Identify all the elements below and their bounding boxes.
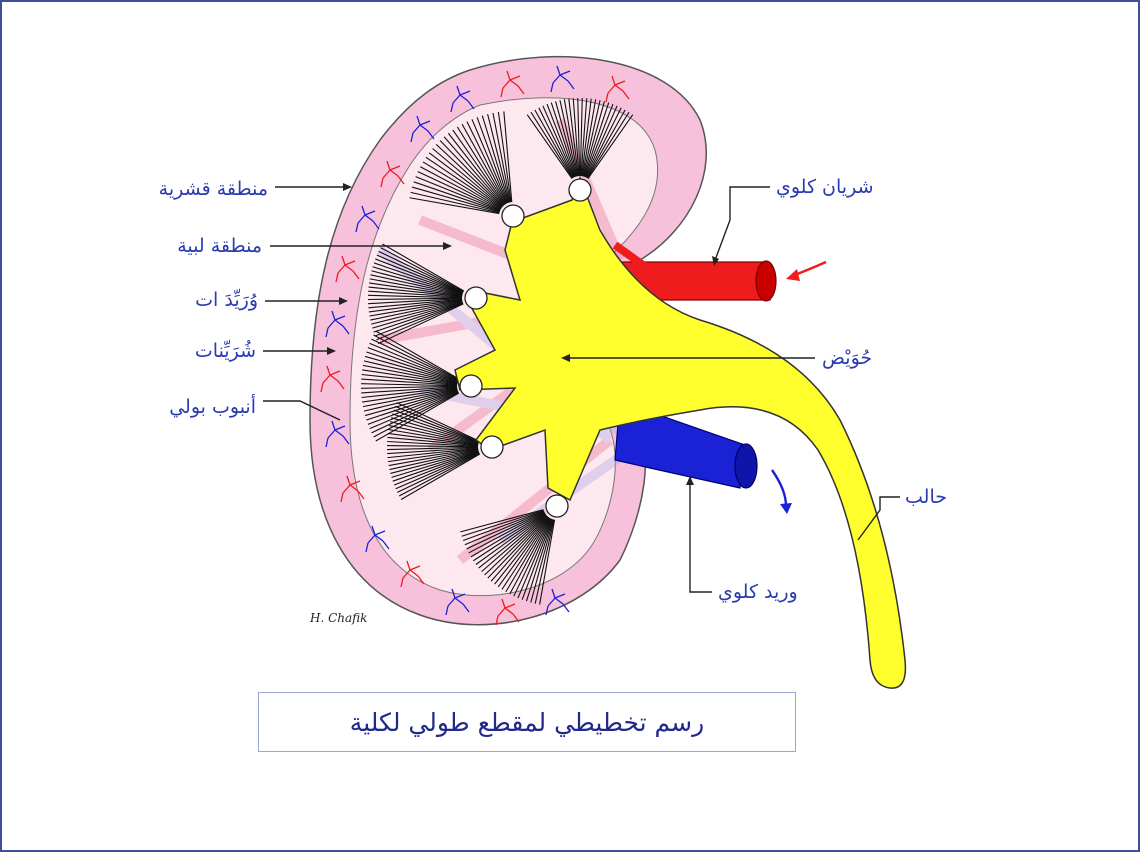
label-medulla: منطقة لبية [177, 235, 262, 257]
label-renal-artery: شريان كلوي [776, 176, 874, 198]
label-venules: وُرَيِّدَ ات [195, 289, 258, 311]
vein-flow-arrow [772, 470, 786, 506]
author-signature: H. Chafik [309, 611, 367, 625]
papilla [481, 436, 503, 458]
vein-arrowhead [780, 503, 792, 514]
papilla [502, 205, 524, 227]
label-tubule: أنبوب بولي [169, 394, 256, 418]
caption-box: رسم تخطيطي لمقطع طولي لكلية [258, 692, 796, 752]
papilla [569, 179, 591, 201]
label-arterioles: شُرَيِّنات [195, 340, 256, 362]
label-ureter: حالب [905, 486, 947, 508]
papilla [465, 287, 487, 309]
label-renal-vein: وريد كلوي [718, 581, 798, 603]
renal-artery-opening [756, 261, 776, 301]
papilla [460, 375, 482, 397]
renal-vein-opening [735, 444, 757, 488]
label-pelvis: حُوَيْض [822, 347, 872, 369]
diagram-caption: رسم تخطيطي لمقطع طولي لكلية [350, 708, 704, 737]
label-cortex: منطقة قشرية [159, 178, 268, 200]
artery-arrowhead [786, 269, 800, 281]
papilla [546, 495, 568, 517]
